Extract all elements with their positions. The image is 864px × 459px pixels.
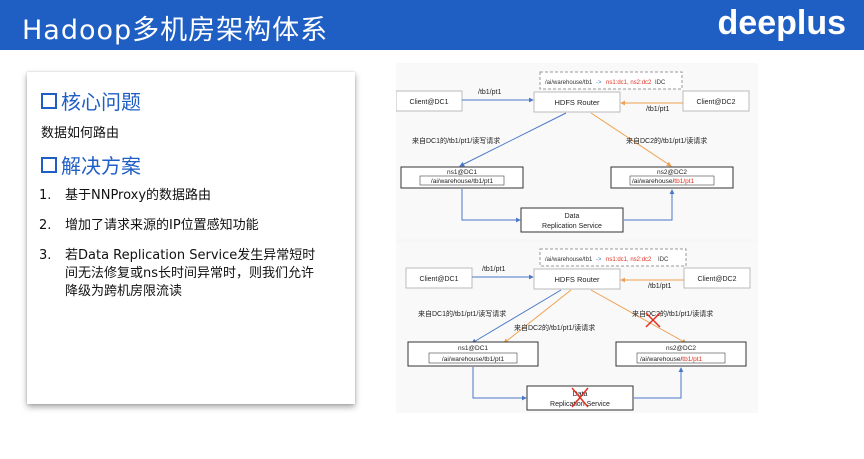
page-title: Hadoop多机房架构体系 <box>22 15 329 46</box>
mount-arrow: -> <box>596 257 602 263</box>
router-to-ns2-arrow <box>590 112 672 167</box>
item-number: 2. <box>39 218 52 233</box>
solution-item: 3. 若Data Replication Service发生异常短时间无法修复或n… <box>39 247 325 301</box>
req-dc1-label: 来自DC1的/tb1/pt1/读写请求 <box>418 309 506 318</box>
client-dc1-box <box>395 90 463 112</box>
solution-item: 2. 增加了请求来源的IP位置感知功能 <box>39 217 325 235</box>
ns2-label: ns2@DC2 <box>657 169 687 176</box>
routing-diagrams: /ai/warehouse/tb1 -> ns1:dc1, ns2:dc2 ID… <box>395 63 758 413</box>
drs-failure-x-icon <box>571 387 589 408</box>
ns2-path-box <box>636 352 726 364</box>
client-dc2-box <box>683 267 751 289</box>
mount-arrow: -> <box>596 80 602 86</box>
path-right-label: /tb1/pt1 <box>646 106 669 113</box>
ns2-path-prefix: /ai/warehouse/ <box>632 178 674 185</box>
ns1-path: /ai/warehouse/tb1/pt1 <box>431 178 494 185</box>
square-bullet-icon <box>41 156 57 173</box>
solution-item: 1. 基于NNProxy的数据路由 <box>39 187 325 205</box>
client-dc2-label: Client@DC2 <box>697 276 736 283</box>
ns1-label: ns1@DC1 <box>447 169 477 176</box>
core-question-label: 核心问题 <box>61 90 141 114</box>
item-number: 1. <box>39 188 52 203</box>
mount-targets: ns1:dc1, ns2:dc2 <box>606 80 652 86</box>
ns2-path: /ai/warehouse/tb1/pt1 <box>632 178 695 185</box>
router-to-ns1-arrow <box>459 112 567 167</box>
solution-label: 解决方案 <box>61 154 141 178</box>
mount-path: /ai/warehouse/tb1 <box>545 80 593 86</box>
ns1-path-box <box>419 175 505 186</box>
router-to-ns1-arrow <box>471 289 562 344</box>
diagram-top: /ai/warehouse/tb1 -> ns1:dc1, ns2:dc2 ID… <box>395 63 758 239</box>
client-dc1-label: Client@DC1 <box>419 276 458 283</box>
hdfs-router-box <box>533 91 621 113</box>
drs-to-ns2-arrow <box>634 367 684 399</box>
mount-tag: IDC <box>655 80 666 86</box>
ns2-label: ns2@DC2 <box>666 345 696 352</box>
ns2-path-prefix: /ai/warehouse/ <box>640 356 682 363</box>
path-left-label: /tb1/pt1 <box>482 266 505 273</box>
router-to-ns1-read-arrow <box>503 289 572 344</box>
item-number: 3. <box>39 248 52 263</box>
router-to-ns2-arrow <box>590 289 687 344</box>
client-dc1-box <box>405 267 473 289</box>
ns1-to-drs-arrow <box>461 189 521 223</box>
mount-table-box <box>539 248 687 267</box>
header-bar: Hadoop多机房架构体系 deeplus <box>0 0 864 50</box>
text-panel: 核心问题 数据如何路由 解决方案 1. 基于NNProxy的数据路由 2. 增加了请… <box>27 72 355 404</box>
client-dc2-label: Client@DC2 <box>696 99 735 106</box>
mount-tag: IDC <box>658 257 669 263</box>
ns1-path-box <box>428 352 518 364</box>
req-dc1-label: 来自DC1的/tb1/pt1/读写请求 <box>412 136 500 145</box>
drs-label-1: Data <box>565 213 580 220</box>
ns1-label: ns1@DC1 <box>458 345 488 352</box>
ns1-to-drs-arrow <box>472 367 527 401</box>
hdfs-router-label: HDFS Router <box>554 275 600 284</box>
mount-targets: ns1:dc1, ns2:dc2 <box>606 257 652 263</box>
ns2-path-suffix: tb1/pt1 <box>674 178 694 185</box>
ns2-path-suffix: tb1/pt1 <box>682 356 702 363</box>
client-dc2-box <box>682 90 750 112</box>
solution-heading: 解决方案 <box>41 150 141 179</box>
path-left-label: /tb1/pt1 <box>478 89 501 96</box>
mount-path: /ai/warehouse/tb1 <box>545 257 593 263</box>
drs-label-2: Replication Service <box>550 401 610 408</box>
ns2-path: /ai/warehouse/tb1/pt1 <box>640 356 703 363</box>
core-question-heading: 核心问题 <box>41 86 141 115</box>
item-text: 若Data Replication Service发生异常短时间无法修复或ns长… <box>65 248 316 299</box>
drs-label-1: Data <box>573 391 588 398</box>
hdfs-router-box <box>533 268 621 290</box>
hdfs-router-label: HDFS Router <box>554 98 600 107</box>
diagram-bottom: /ai/warehouse/tb1 -> ns1:dc1, ns2:dc2 ID… <box>396 243 758 413</box>
req-mid-label: 来自DC2的/tb1/pt1/读请求 <box>514 323 595 332</box>
req-dc2-label: 来自DC2的/tb1/pt1/读请求 <box>632 309 713 318</box>
drs-box <box>520 207 624 233</box>
blocked-route-x-icon <box>645 312 661 328</box>
item-text: 基于NNProxy的数据路由 <box>65 188 212 203</box>
ns2-path-box <box>629 175 715 186</box>
deeplus-logo: deeplus <box>717 4 846 42</box>
path-right-label: /tb1/pt1 <box>648 283 671 290</box>
req-dc2-label: 来自DC2的/tb1/pt1/读请求 <box>626 136 707 145</box>
drs-to-ns2-arrow <box>624 189 675 221</box>
item-text: 增加了请求来源的IP位置感知功能 <box>65 218 259 233</box>
mount-table-box <box>539 71 683 90</box>
client-dc1-label: Client@DC1 <box>409 99 448 106</box>
core-question-text: 数据如何路由 <box>41 126 120 141</box>
diagram-svg: /ai/warehouse/tb1 -> ns1:dc1, ns2:dc2 ID… <box>395 63 758 413</box>
ns1-path: /ai/warehouse/tb1/pt1 <box>442 356 505 363</box>
square-bullet-icon <box>41 92 57 109</box>
drs-label-2: Replication Service <box>542 223 602 230</box>
